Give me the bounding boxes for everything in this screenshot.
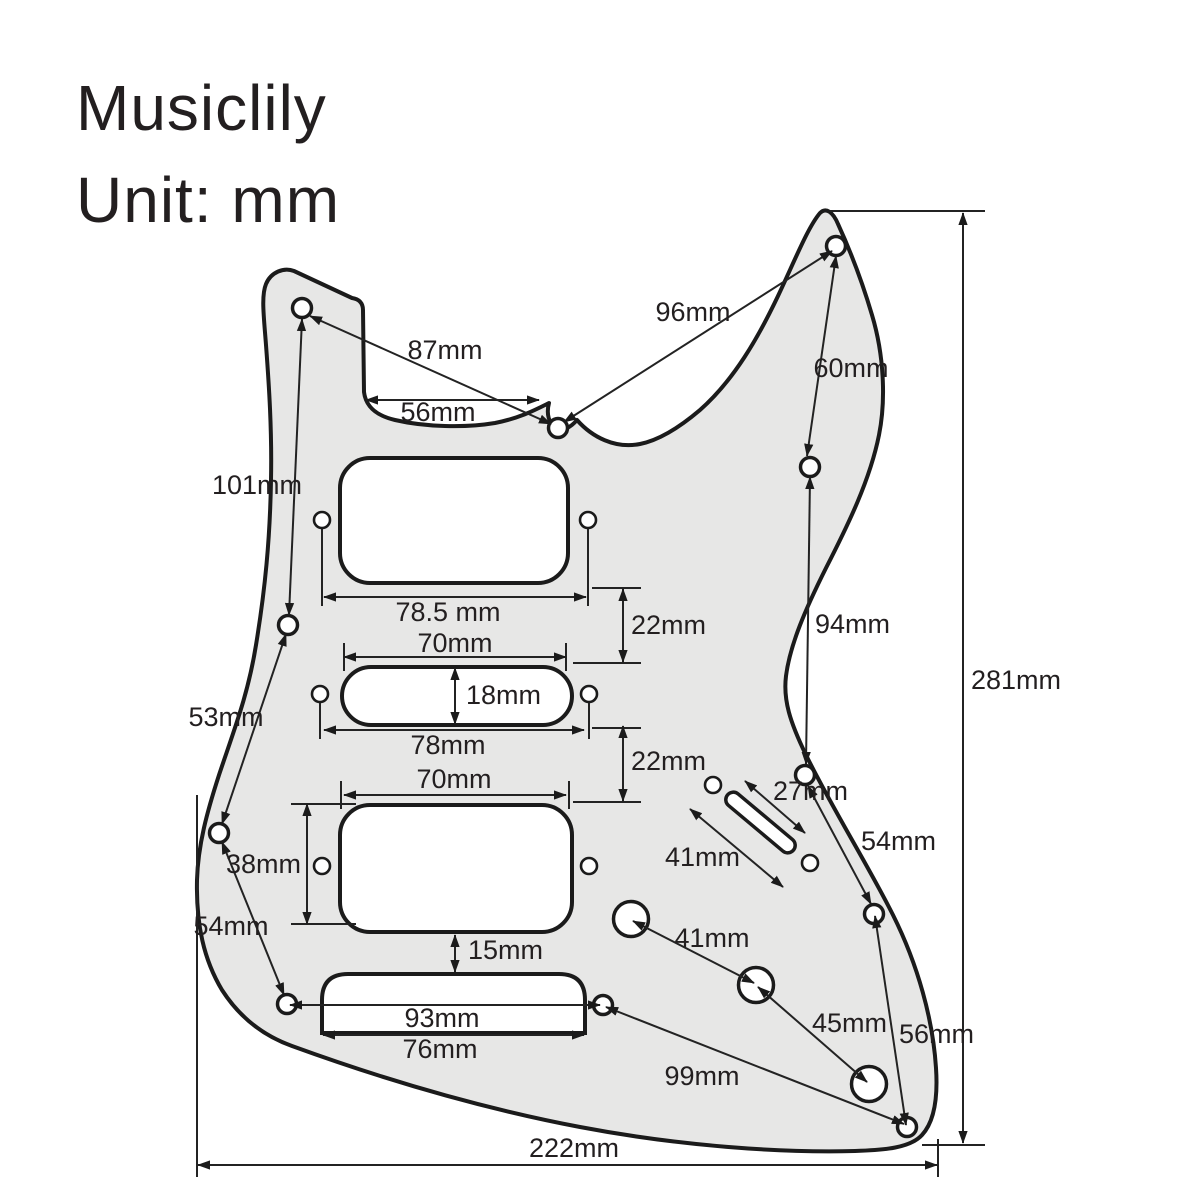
dimension-label: 54mm	[193, 911, 268, 941]
pickup-mount-hole	[312, 510, 332, 530]
dimension-label: 101mm	[212, 470, 302, 500]
brand-title: Musiclily	[76, 72, 327, 144]
dimension-label: 70mm	[417, 628, 492, 658]
neck-humbucker-cutout	[338, 456, 570, 585]
dimension-label: 41mm	[674, 923, 749, 953]
dimension-label: 54mm	[861, 826, 936, 856]
pickguard-body-layer	[194, 208, 939, 1154]
dimension-line	[221, 633, 287, 825]
dimension-line	[309, 315, 552, 425]
dimension-label: 93mm	[404, 1003, 479, 1033]
dimension-line	[221, 841, 285, 996]
dimension-label: 78.5 mm	[395, 597, 500, 627]
dimension-label: 56mm	[899, 1019, 974, 1049]
dimension-label: 38mm	[226, 849, 301, 879]
dimension-label: 45mm	[812, 1008, 887, 1038]
pickup-mount-hole	[703, 775, 723, 795]
dimension-label: 41mm	[665, 842, 740, 872]
pickup-mount-hole	[800, 853, 820, 873]
dimension-line	[801, 476, 815, 765]
dimension-label: 94mm	[815, 609, 890, 639]
dimension-line	[744, 780, 806, 834]
screw-hole	[546, 416, 570, 440]
dimension-line	[563, 250, 833, 423]
dimension-line	[605, 1006, 905, 1125]
dimension-label: 70mm	[416, 764, 491, 794]
screw-hole	[862, 902, 886, 926]
dimension-label: 87mm	[407, 335, 482, 365]
dimension-line	[804, 255, 839, 457]
dimension-label: 53mm	[188, 702, 263, 732]
bridge-humbucker-cutout	[338, 803, 574, 934]
dimension-label: 15mm	[468, 935, 543, 965]
dimension-label: 76mm	[402, 1034, 477, 1064]
dimension-label: 22mm	[631, 746, 706, 776]
dimension-label: 78mm	[410, 730, 485, 760]
screw-hole	[798, 455, 822, 479]
screw-hole	[290, 296, 314, 320]
dimension-lines-layer	[197, 212, 968, 1170]
screw-hole	[207, 821, 231, 845]
dimension-label: 99mm	[664, 1061, 739, 1091]
title-block: Musiclily Unit: mm	[76, 62, 340, 246]
dimension-label: 56mm	[400, 397, 475, 427]
dimension-label: 18mm	[466, 680, 541, 710]
dimension-label: 281mm	[971, 665, 1061, 695]
pot-hole	[611, 899, 651, 939]
dimension-label: 27mm	[773, 776, 848, 806]
dimension-line	[807, 785, 872, 905]
dimension-label: 22mm	[631, 610, 706, 640]
pickup-mount-hole	[312, 856, 332, 876]
dimension-label: 96mm	[655, 297, 730, 327]
unit-note: Unit: mm	[76, 164, 340, 236]
extension-lines-layer	[196, 210, 985, 1177]
dimension-line	[284, 318, 307, 616]
pickup-mount-hole	[579, 856, 599, 876]
dimension-line	[689, 808, 784, 888]
dimension-labels-layer: 87mm 96mm 56mm 60mm 101mm 53mm 54mm 78.5 mm 22mm…	[188, 297, 1061, 1163]
pickup-mount-hole	[579, 684, 599, 704]
screw-hole	[276, 613, 300, 637]
dimension-label: 222mm	[529, 1133, 619, 1163]
dimension-label: 60mm	[813, 353, 888, 383]
dimension-line	[632, 920, 755, 984]
pickup-mount-hole	[578, 510, 598, 530]
screw-hole	[895, 1115, 919, 1139]
pickup-mount-hole	[310, 684, 330, 704]
